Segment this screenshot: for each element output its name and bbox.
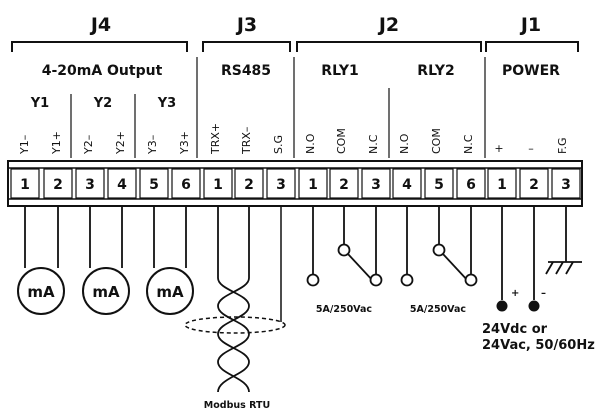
pin-label-y1-plus: Y1+	[50, 131, 63, 155]
pin-label-sg: S.G	[272, 135, 285, 154]
ground-icon	[545, 206, 582, 275]
y1-label: Y1	[30, 96, 49, 111]
rs485-twisted-pair	[217, 206, 250, 393]
j4-group-label: 4-20mA Output	[42, 63, 163, 79]
power-spec-line-1: 24Vdc or	[482, 322, 548, 337]
rly2-label: RLY2	[417, 63, 454, 79]
pin-label-rly1-no: N.O	[304, 133, 317, 154]
current-loops	[24, 206, 187, 268]
ma-meter-1: mA	[17, 267, 65, 315]
terminal-block: 1 2 3 4 5 6 1 2 3 1 2 3 4 5 6 1 2 3	[7, 160, 583, 207]
terminal-j1-2: 2	[529, 177, 539, 193]
power-minus-sign: –	[541, 288, 546, 299]
pin-label-rly2-com: COM	[430, 128, 443, 154]
j3-group-label: RS485	[221, 63, 271, 79]
header-brackets	[11, 41, 579, 52]
j1-group-label: POWER	[502, 63, 560, 79]
ma-meter-2: mA	[82, 267, 130, 315]
ma-meter-3: mA	[146, 267, 194, 315]
pin-label-power-minus: –	[528, 142, 534, 155]
y3-label: Y3	[157, 96, 176, 111]
pin-label-rly2-nc: N.C	[462, 134, 475, 154]
terminal-j2-5: 5	[434, 177, 444, 193]
power-spec-line-2: 24Vac, 50/60Hz	[482, 338, 595, 353]
pin-label-y1-minus: Y1–	[18, 135, 31, 155]
terminal-j2-4: 4	[402, 177, 412, 193]
j2-title: J2	[377, 14, 399, 36]
pin-labels: Y1– Y1+ Y2– Y2+ Y3– Y3+ TRX+ TRX– S.G N.…	[18, 123, 569, 155]
pin-label-rly2-no: N.O	[398, 133, 411, 154]
terminal-j4-6: 6	[181, 177, 191, 193]
power-minus-terminal	[528, 300, 540, 312]
terminal-j3-2: 2	[244, 177, 254, 193]
pin-label-rly1-nc: N.C	[367, 134, 380, 154]
power-wires	[501, 206, 535, 300]
ma-meter-2-label: mA	[92, 283, 120, 301]
terminal-j2-1: 1	[308, 177, 318, 193]
modbus-rtu-label: Modbus RTU	[204, 400, 270, 411]
pin-label-y3-minus: Y3–	[146, 135, 159, 155]
terminal-j1-3: 3	[561, 177, 571, 193]
terminal-j4-2: 2	[53, 177, 63, 193]
pin-label-rly1-com: COM	[335, 128, 348, 154]
terminal-j2-2: 2	[339, 177, 349, 193]
ma-meter-1-label: mA	[27, 283, 55, 301]
rly1-label: RLY1	[321, 63, 358, 79]
terminal-j2-3: 3	[371, 177, 381, 193]
y2-label: Y2	[93, 96, 112, 111]
ma-meter-3-label: mA	[156, 283, 184, 301]
pin-label-power-plus: +	[494, 142, 503, 155]
power-plus-sign: +	[511, 288, 519, 299]
terminal-j4-4: 4	[117, 177, 127, 193]
pin-label-y2-minus: Y2–	[82, 135, 95, 155]
terminal-j4-5: 5	[149, 177, 159, 193]
terminal-j3-3: 3	[276, 177, 286, 193]
relay-2-contacts	[400, 206, 478, 287]
y-separators	[70, 94, 136, 158]
relay-1-contacts	[306, 206, 383, 287]
terminal-j4-1: 1	[20, 177, 30, 193]
terminal-j3-1: 1	[213, 177, 223, 193]
rs485-shield	[184, 206, 286, 334]
j3-title: J3	[235, 14, 257, 36]
terminal-cells	[10, 168, 581, 199]
pin-label-trx-plus: TRX+	[209, 123, 222, 155]
pin-label-fg: F.G	[556, 137, 569, 154]
relay-1-rating: 5A/250Vac	[316, 304, 372, 315]
pin-label-y3-plus: Y3+	[178, 131, 191, 155]
pin-label-trx-minus: TRX–	[240, 127, 253, 155]
terminal-j4-3: 3	[85, 177, 95, 193]
power-plus-terminal	[496, 300, 508, 312]
relay-2-rating: 5A/250Vac	[410, 304, 466, 315]
section-separators	[196, 57, 486, 158]
pin-label-y2-plus: Y2+	[114, 131, 127, 155]
terminal-j1-1: 1	[497, 177, 507, 193]
terminal-j2-6: 6	[466, 177, 476, 193]
j4-title: J4	[89, 14, 111, 36]
j1-title: J1	[519, 14, 541, 36]
